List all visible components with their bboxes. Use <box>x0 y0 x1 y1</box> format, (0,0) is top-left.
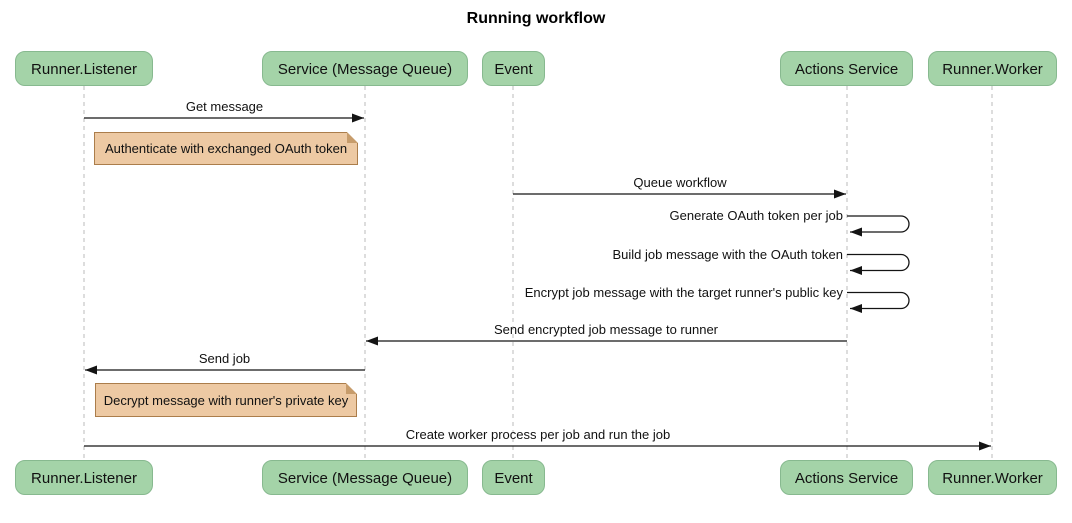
message-label-create-worker-process: Create worker process per job and run th… <box>405 427 671 442</box>
note-authenticate-oauth: Authenticate with exchanged OAuth token <box>94 132 358 165</box>
message-label-get-message: Get message <box>185 99 264 114</box>
note-fold-icon <box>347 132 358 143</box>
self-loop-generate-oauth-token <box>847 215 910 237</box>
message-label-encrypt-job-message: Encrypt job message with the target runn… <box>524 285 843 300</box>
message-label-send-job: Send job <box>198 351 251 366</box>
message-label-queue-workflow: Queue workflow <box>633 175 727 190</box>
participant-event-top: Event <box>482 51 545 86</box>
message-label-build-job-message: Build job message with the OAuth token <box>612 247 843 262</box>
participant-runner-worker-top: Runner.Worker <box>928 51 1057 86</box>
diagram-title: Running workflow <box>466 10 606 27</box>
participant-event-bottom: Event <box>482 460 545 495</box>
note-text: Authenticate with exchanged OAuth token <box>104 141 348 156</box>
participant-actions-service-bottom: Actions Service <box>780 460 913 495</box>
participant-service-message-queue-top: Service (Message Queue) <box>262 51 468 86</box>
participant-runner-worker-bottom: Runner.Worker <box>928 460 1057 495</box>
participant-runner-listener-top: Runner.Listener <box>15 51 153 86</box>
note-text: Decrypt message with runner's private ke… <box>103 392 349 408</box>
participant-service-message-queue-bottom: Service (Message Queue) <box>262 460 468 495</box>
participant-actions-service-top: Actions Service <box>780 51 913 86</box>
note-fold-icon <box>346 383 357 394</box>
self-loop-build-job-message <box>847 253 910 275</box>
message-label-send-encrypted-job-message: Send encrypted job message to runner <box>493 322 719 337</box>
note-decrypt-private-key: Decrypt message with runner's private ke… <box>95 383 357 417</box>
self-loop-encrypt-job-message <box>847 291 910 313</box>
participant-runner-listener-bottom: Runner.Listener <box>15 460 153 495</box>
message-label-generate-oauth-token: Generate OAuth token per job <box>669 208 843 223</box>
